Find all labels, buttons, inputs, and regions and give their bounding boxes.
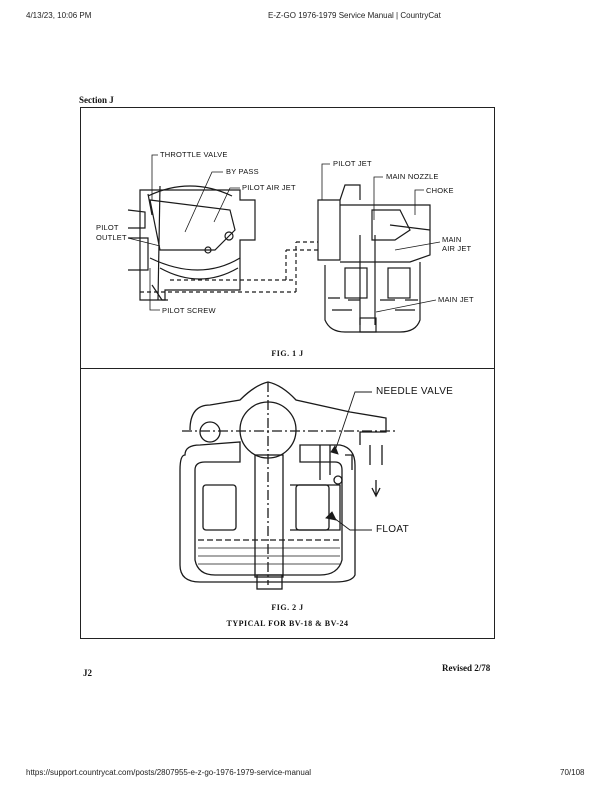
fig1-right-carburetor bbox=[317, 184, 431, 333]
print-page-title: E-Z-GO 1976-1979 Service Manual | Countr… bbox=[268, 11, 441, 20]
fig2-float-bowl bbox=[179, 381, 395, 590]
print-page-count: 70/108 bbox=[560, 768, 585, 777]
label-pilot-jet: PILOT JET bbox=[333, 159, 372, 168]
label-main-jet: MAIN JET bbox=[438, 295, 474, 304]
label-throttle-valve: THROTTLE VALVE bbox=[160, 150, 228, 159]
label-choke: CHOKE bbox=[426, 186, 454, 195]
print-datetime: 4/13/23, 10:06 PM bbox=[26, 11, 92, 20]
fig1-left-carburetor bbox=[127, 185, 318, 301]
label-main-air-jet-2: AIR JET bbox=[442, 244, 472, 253]
label-by-pass: BY PASS bbox=[226, 167, 259, 176]
figure-frame bbox=[80, 107, 495, 639]
fig1-caption: FIG. 1 J bbox=[271, 349, 304, 358]
label-pilot-air-jet: PILOT AIR JET bbox=[242, 183, 296, 192]
revision-note: Revised 2/78 bbox=[442, 663, 491, 673]
label-main-air-jet-1: MAIN bbox=[442, 235, 462, 244]
page-number: J2 bbox=[83, 668, 92, 678]
label-main-nozzle: MAIN NOZZLE bbox=[386, 172, 439, 181]
label-needle-valve: NEEDLE VALVE bbox=[376, 386, 454, 397]
label-pilot-screw: PILOT SCREW bbox=[162, 306, 216, 315]
label-pilot-outlet-1: PILOT bbox=[96, 223, 119, 232]
figure-divider bbox=[80, 368, 495, 369]
fig1-leader-lines bbox=[127, 154, 441, 313]
section-label: Section J bbox=[79, 95, 114, 105]
fig2-subcaption: TYPICAL FOR BV-18 & BV-24 bbox=[226, 619, 349, 628]
fig2-leader-lines bbox=[325, 391, 372, 531]
print-url: https://support.countrycat.com/posts/280… bbox=[26, 768, 312, 777]
fig2-caption: FIG. 2 J bbox=[271, 603, 304, 612]
label-float: FLOAT bbox=[376, 524, 409, 535]
label-pilot-outlet-2: OUTLET bbox=[96, 233, 127, 242]
